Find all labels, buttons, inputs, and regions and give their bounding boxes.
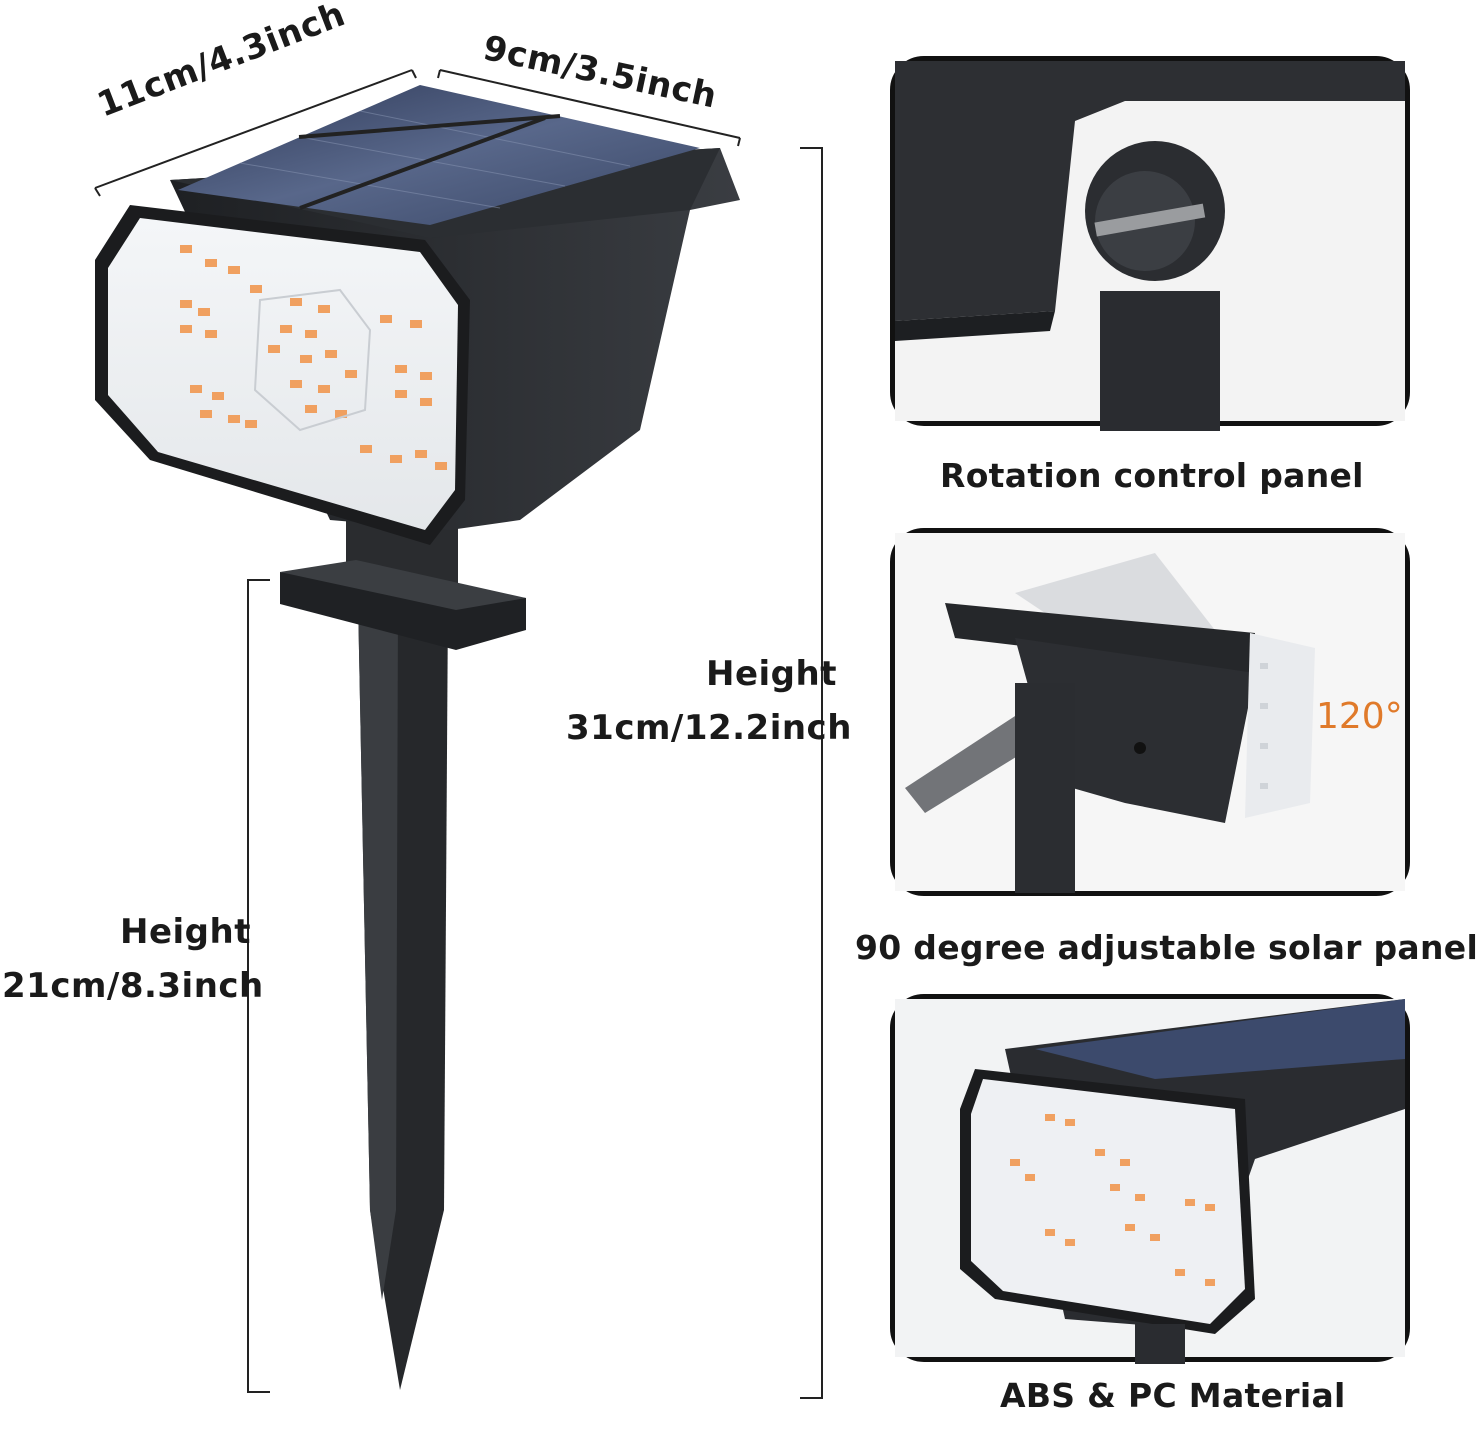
feature-panel-material	[890, 994, 1410, 1364]
caption-material: ABS & PC Material	[1000, 1376, 1346, 1415]
total-height-value: 31cm/12.2inch	[566, 708, 852, 748]
caption-adjustable: 90 degree adjustable solar panel	[855, 928, 1478, 967]
width-dimension-line	[94, 69, 417, 197]
feature-panel-adjustable	[890, 528, 1410, 896]
ground-stake	[280, 520, 526, 1390]
led-chips	[180, 245, 447, 470]
adjustable-panel-image	[895, 533, 1405, 893]
total-height-bracket	[800, 147, 823, 1399]
material-image	[895, 999, 1405, 1364]
product-illustration	[94, 69, 1343, 1399]
caption-rotation: Rotation control panel	[940, 456, 1364, 495]
feature-panel-rotation	[890, 56, 1410, 431]
stake-height-value: 21cm/8.3inch	[2, 966, 264, 1006]
lamp-head	[95, 85, 740, 545]
total-height-title: Height	[706, 654, 837, 694]
stake-height-bracket	[247, 579, 270, 1393]
angle-label: 120°	[1316, 696, 1403, 737]
stake-height-title: Height	[120, 912, 251, 952]
solar-panel-detail	[1035, 999, 1405, 1079]
rotation-joint-image	[895, 61, 1405, 431]
depth-dimension-line	[437, 69, 741, 147]
